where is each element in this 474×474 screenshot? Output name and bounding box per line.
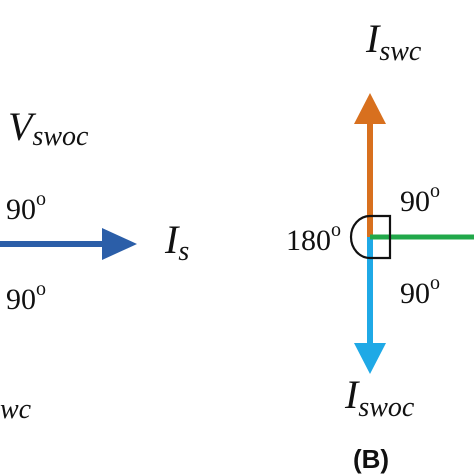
panel-b-angle-right-bottom-sup: o	[430, 272, 440, 294]
i-swc-main: I	[365, 16, 381, 61]
v-swoc-sub: swoc	[32, 121, 89, 152]
panel-a-angle-bottom-value: 90	[6, 283, 36, 316]
panel-b: Iswc 90o 180o 90o Iswoc (B)	[286, 16, 474, 474]
panel-a-partial-label: wc	[0, 394, 32, 425]
panel-b-angle-left: 180o	[286, 219, 341, 257]
straight-angle-marker	[349, 214, 371, 260]
panel-b-caption: (B)	[353, 444, 389, 474]
panel-b-angle-right-bottom: 90o	[400, 272, 440, 310]
panel-a-angle-bottom: 90o	[6, 278, 46, 316]
panel-b-angle-left-value: 180	[286, 224, 331, 257]
panel-b-angle-right-top-sup: o	[430, 180, 440, 202]
panel-b-angle-left-sup: o	[331, 219, 341, 241]
panel-a-angle-top: 90o	[6, 188, 46, 226]
i-swc-sub: swc	[379, 36, 422, 67]
i-s-label: Is	[164, 217, 189, 267]
i-swc-label: Iswc	[365, 16, 422, 67]
i-swoc-sub: swoc	[358, 392, 415, 423]
panel-a-angle-top-value: 90	[6, 193, 36, 226]
i-swc-arrow-head	[354, 93, 386, 124]
right-angle-marker-top	[370, 214, 392, 237]
panel-a-angle-bottom-sup: o	[36, 278, 46, 300]
panel-a-angle-top-sup: o	[36, 188, 46, 210]
i-s-main: I	[164, 217, 180, 262]
i-swoc-arrow-head	[354, 343, 386, 374]
panel-b-angle-right-top: 90o	[400, 180, 440, 218]
v-swoc-label: Vswoc	[8, 104, 89, 152]
panel-b-angle-right-bottom-value: 90	[400, 277, 430, 310]
i-swoc-main: I	[344, 372, 360, 417]
v-swoc-main: V	[8, 104, 37, 149]
i-s-sub: s	[178, 236, 189, 267]
i-swoc-label: Iswoc	[344, 372, 415, 423]
panel-a: Vswoc 90o Is 90o wc	[0, 104, 189, 425]
i-s-arrow-head	[102, 228, 137, 260]
right-angle-marker-bottom	[370, 237, 392, 260]
panel-b-angle-right-top-value: 90	[400, 185, 430, 218]
